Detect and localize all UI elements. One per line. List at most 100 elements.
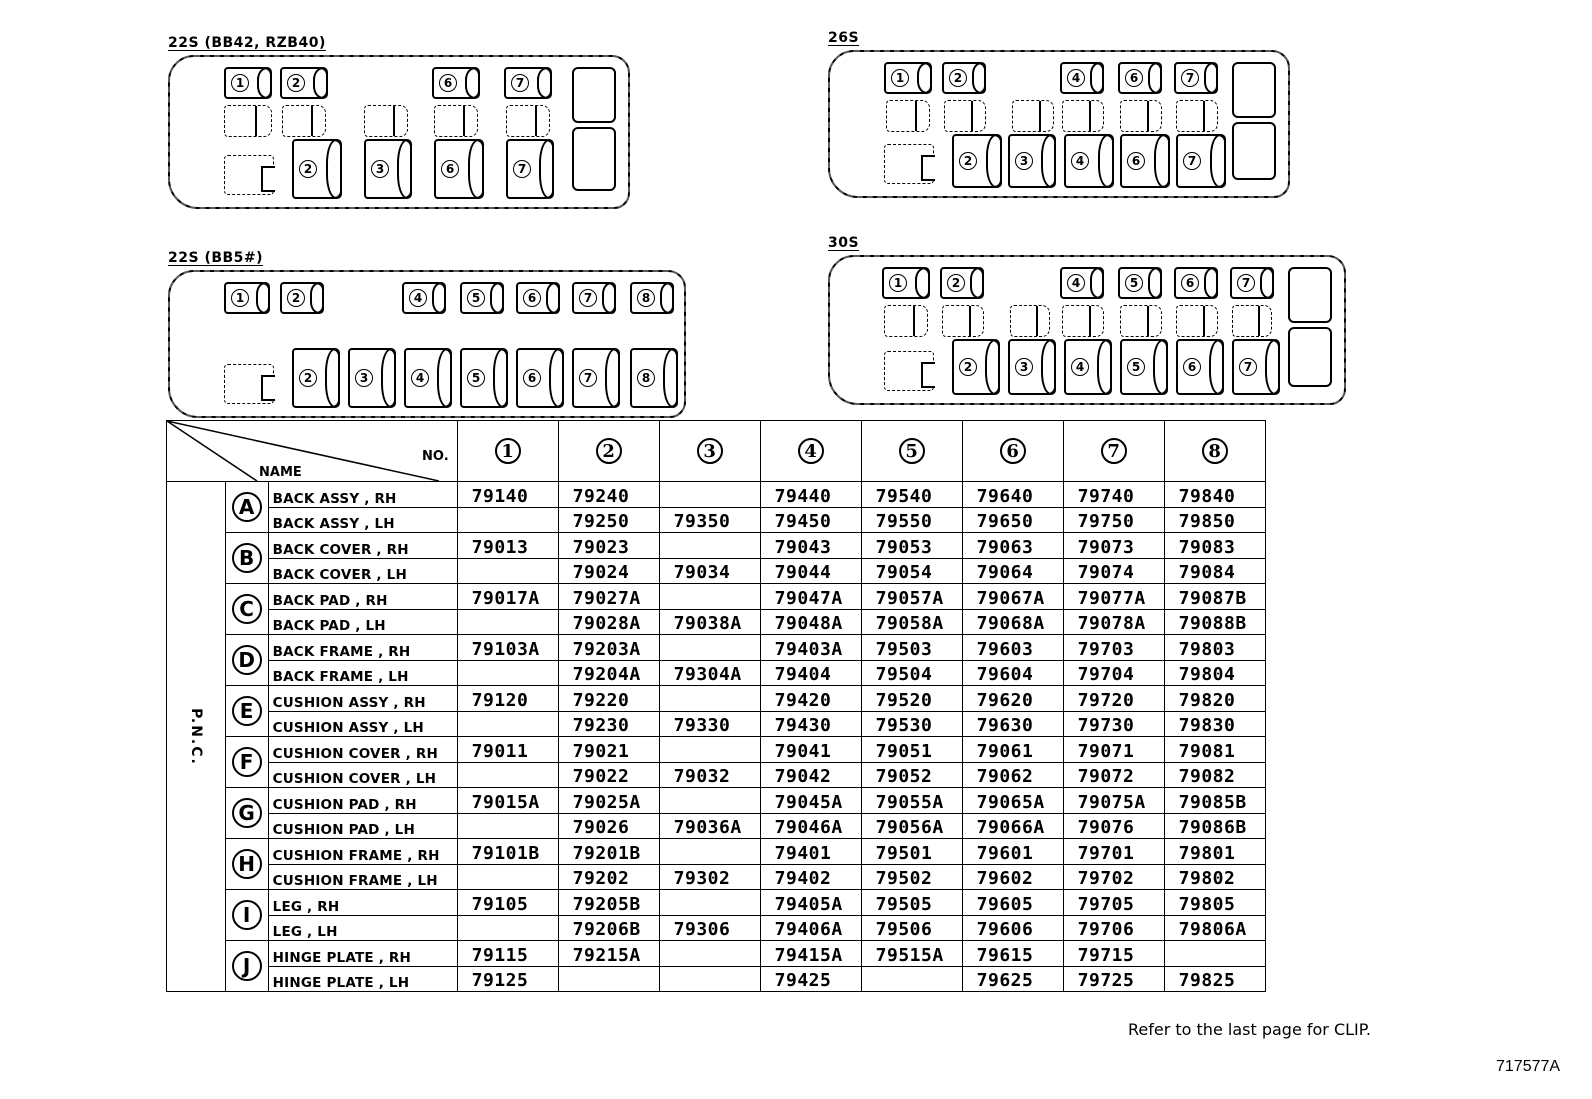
- part-number-cell: 79103A: [456, 634, 559, 661]
- part-number-cell: 79702: [1062, 863, 1165, 890]
- driver-seat: [224, 364, 275, 404]
- folding-seat: [1010, 305, 1050, 337]
- part-number-cell: 79802: [1163, 863, 1266, 890]
- seat-number-badge: 3: [371, 160, 389, 178]
- seat-rear-4: 4: [404, 348, 452, 408]
- part-number-cell: 79034: [658, 557, 761, 584]
- seat-back-shape: [397, 139, 412, 199]
- seat-number-badge: 4: [1067, 69, 1085, 87]
- circled-letter: E: [231, 696, 262, 726]
- seat-back-shape: [468, 139, 484, 199]
- part-number-cell: 79306: [658, 914, 761, 941]
- part-number-cell: 79806A: [1163, 914, 1266, 941]
- part-number-cell: 79805: [1163, 889, 1266, 916]
- seat-back-shape: [660, 282, 674, 314]
- driver-seat: [884, 144, 935, 184]
- part-number-cell: 79440: [759, 481, 862, 508]
- seat-front-1: 1: [224, 282, 270, 314]
- part-number-cell: 79601: [961, 838, 1064, 865]
- seat-back-shape: [1041, 339, 1056, 395]
- seat-rear-3: 3: [1008, 339, 1056, 395]
- seat-number-badge: 5: [467, 369, 485, 387]
- part-number-cell: 79705: [1062, 889, 1165, 916]
- part-number-cell: 79825: [1163, 965, 1266, 992]
- part-number-cell: 79406A: [759, 914, 862, 941]
- part-number-cell: 79054: [860, 557, 963, 584]
- part-number-cell: 79027A: [557, 583, 660, 610]
- seat-number-badge: 6: [441, 160, 459, 178]
- part-number-cell: 79052: [860, 761, 963, 788]
- part-number-cell: [658, 685, 761, 712]
- part-number-cell: 79202: [557, 863, 660, 890]
- part-number-cell: 79065A: [961, 787, 1064, 814]
- seat-number-badge: 2: [947, 274, 965, 292]
- part-number-cell: 79204A: [557, 659, 660, 686]
- seat-front-6: 6: [1118, 62, 1162, 94]
- seat-back-shape: [310, 106, 325, 136]
- part-number-cell: 79064: [961, 557, 1064, 584]
- circled-letter: G: [231, 798, 262, 828]
- bus-outline: [168, 270, 686, 418]
- seat-rear-2: 2: [952, 339, 1000, 395]
- part-number-cell: 79125: [456, 965, 559, 992]
- seat-back-shape: [465, 67, 480, 99]
- part-name: BACK COVER , RH: [267, 532, 458, 559]
- part-number-cell: 79063: [961, 532, 1064, 559]
- part-number-cell: [658, 889, 761, 916]
- part-number-cell: 79073: [1062, 532, 1165, 559]
- part-number-cell: 79105: [456, 889, 559, 916]
- part-number-cell: [456, 506, 559, 533]
- part-number-cell: 79045A: [759, 787, 862, 814]
- folding-seat: [434, 105, 478, 137]
- part-number-cell: [456, 710, 559, 737]
- part-number-cell: 79801: [1163, 838, 1266, 865]
- part-number-cell: 79715: [1062, 940, 1165, 967]
- part-number-cell: 79081: [1163, 736, 1266, 763]
- seat-back-shape: [255, 282, 270, 314]
- seat-number-badge: 2: [949, 69, 967, 87]
- part-number-cell: 79350: [658, 506, 761, 533]
- rear-side-seat-lower: [1232, 122, 1276, 180]
- seat-front-4: 4: [1060, 62, 1104, 94]
- seat-back-shape: [1153, 339, 1168, 395]
- part-number-cell: [557, 965, 660, 992]
- part-name: CUSHION PAD , RH: [267, 787, 458, 814]
- seat-rear-2: 2: [292, 139, 342, 199]
- figure-number: 717577A: [1496, 1058, 1561, 1075]
- seat-rear-7: 7: [572, 348, 620, 408]
- part-name: CUSHION FRAME , LH: [267, 863, 458, 890]
- part-number-cell: 79047A: [759, 583, 862, 610]
- seat-back-shape: [1147, 101, 1161, 131]
- seat-back-shape: [255, 106, 271, 136]
- part-number-cell: 79750: [1062, 506, 1165, 533]
- folding-seat: [506, 105, 550, 137]
- group-letter-a: A: [224, 481, 269, 533]
- seat-back-shape: [985, 339, 1000, 395]
- part-number-cell: 79088B: [1163, 608, 1266, 635]
- part-number-cell: 79730: [1062, 710, 1165, 737]
- part-number-cell: 79036A: [658, 812, 761, 839]
- part-number-cell: 79506: [860, 914, 963, 941]
- part-number-cell: 79042: [759, 761, 862, 788]
- seat-number-badge: 6: [1183, 358, 1201, 376]
- pnc-label: P.N.C.: [166, 481, 226, 992]
- seat-rear-6: 6: [516, 348, 564, 408]
- seat-front-2: 2: [942, 62, 986, 94]
- seat-back-shape: [1265, 339, 1280, 395]
- circled-letter: C: [231, 594, 262, 624]
- part-name: LEG , LH: [267, 914, 458, 941]
- seat-number-badge: 5: [1127, 358, 1145, 376]
- seat-back-shape: [1148, 62, 1162, 94]
- part-number-cell: 79032: [658, 761, 761, 788]
- seat-front-2: 2: [280, 282, 324, 314]
- layout-title: 22S (BB42, RZB40): [168, 35, 326, 51]
- part-number-cell: 79061: [961, 736, 1064, 763]
- seat-front-8: 8: [630, 282, 674, 314]
